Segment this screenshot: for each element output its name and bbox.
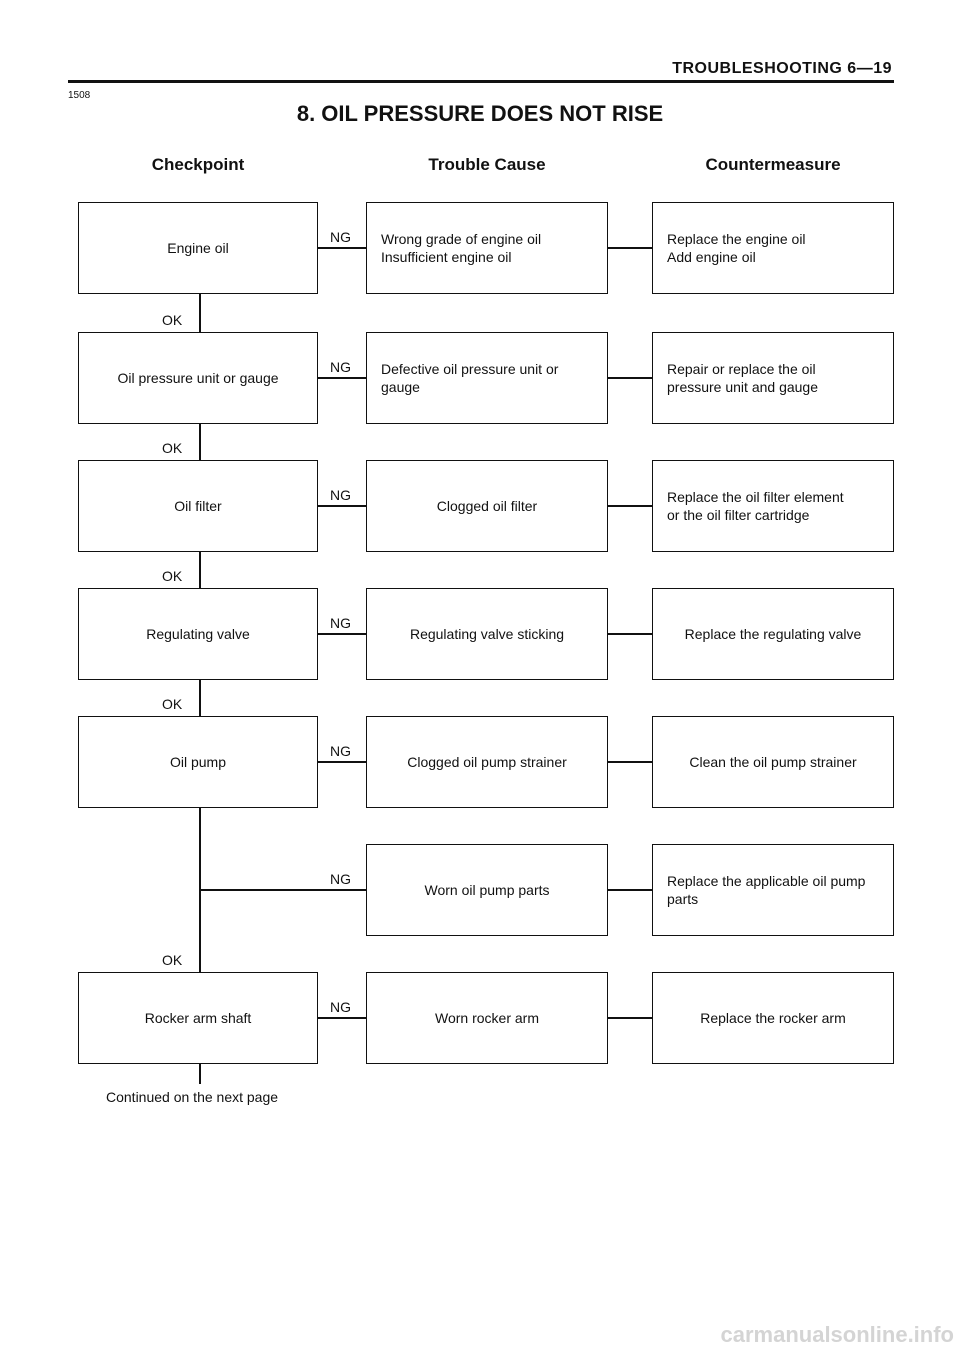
checkpoint-box-3: Oil filter [78,460,318,552]
cause-to-countermeasure-connector-3 [608,505,652,507]
page-code: 1508 [68,90,91,101]
countermeasure-box-3: Replace the oil filter element or the oi… [652,460,894,552]
header-rule [68,80,894,83]
checkpoint-box-1: Engine oil [78,202,318,294]
ok-label-2: OK [162,440,183,456]
ok-label-1: OK [162,312,183,328]
countermeasure-box-7: Replace the rocker arm [652,972,894,1064]
column-header-cause: Trouble Cause [428,155,546,174]
cause-to-countermeasure-connector-1 [608,247,652,249]
checkpoint-box-2-text: Oil pressure unit or gauge [117,370,279,386]
ng-connector-6 [199,889,366,891]
column-header-checkpoint: Checkpoint [151,155,245,174]
ok-connector-4 [199,680,201,716]
ng-label-5: NG [330,743,351,759]
ng-connector-5 [318,761,366,763]
cause-box-1-text: Wrong grade of engine oil Insufficient e… [381,231,542,265]
ng-label-7: NG [330,999,351,1015]
cause-box-1: Wrong grade of engine oil Insufficient e… [366,202,608,294]
checkpoint-box-7-text: Rocker arm shaft [144,1010,252,1026]
ng-connector-2 [318,377,366,379]
cause-box-5: Clogged oil pump strainer [366,716,608,808]
ng-label-4: NG [330,615,351,631]
checkpoint-box-5: Oil pump [78,716,318,808]
countermeasure-box-4: Replace the regulating valve [652,588,894,680]
countermeasure-box-7-text: Replace the rocker arm [700,1010,846,1026]
continued-connector [199,1064,201,1084]
checkpoint-box-1-text: Engine oil [167,240,229,256]
cause-box-7: Worn rocker arm [366,972,608,1064]
cause-to-countermeasure-connector-7 [608,1017,652,1019]
checkpoint-box-4: Regulating valve [78,588,318,680]
cause-box-3: Clogged oil filter [366,460,608,552]
checkpoint-box-5-text: Oil pump [169,754,227,770]
ok-connector-5 [199,808,201,972]
checkpoint-box-7: Rocker arm shaft [78,972,318,1064]
column-header-countermeasure: Countermeasure [705,155,841,174]
cause-to-countermeasure-connector-5 [608,761,652,763]
ok-connector-3 [199,552,201,588]
cause-box-6-text: Worn oil pump parts [424,882,550,898]
cause-to-countermeasure-connector-6 [608,889,652,891]
section-header: TROUBLESHOOTING 6—19 [672,60,892,77]
ok-connector-1 [199,294,201,332]
countermeasure-box-2-text: Repair or replace the oil pressure unit … [667,361,818,395]
cause-box-4-text: Regulating valve sticking [409,626,565,642]
countermeasure-box-6-text: Replace the applicable oil pump parts [667,873,866,907]
countermeasure-box-1-text: Replace the engine oil Add engine oil [667,231,806,265]
ng-connector-1 [318,247,366,249]
cause-to-countermeasure-connector-2 [608,377,652,379]
cause-box-5-text: Clogged oil pump strainer [407,754,567,770]
countermeasure-box-5-text: Clean the oil pump strainer [689,754,857,770]
ng-label-6: NG [330,871,351,887]
cause-box-2-text: Defective oil pressure unit or gauge [381,361,559,395]
ng-label-1: NG [330,229,351,245]
cause-box-6: Worn oil pump parts [366,844,608,936]
continued-note: Continued on the next page [106,1089,279,1105]
ok-label-3: OK [162,568,183,584]
ng-connector-4 [318,633,366,635]
cause-box-3-text: Clogged oil filter [436,498,538,514]
ng-connector-7 [318,1017,366,1019]
ng-connector-3 [318,505,366,507]
countermeasure-box-4-text: Replace the regulating valve [684,626,862,642]
checkpoint-box-4-text: Regulating valve [146,626,250,642]
cause-box-7-text: Worn rocker arm [435,1010,539,1026]
cause-box-2: Defective oil pressure unit or gauge [366,332,608,424]
cause-box-4: Regulating valve sticking [366,588,608,680]
ng-label-3: NG [330,487,351,503]
checkpoint-box-3-text: Oil filter [174,498,222,514]
ok-label-5: OK [162,952,183,968]
countermeasure-box-1: Replace the engine oil Add engine oil [652,202,894,294]
watermark: carmanualsonline.info [720,1322,955,1347]
cause-to-countermeasure-connector-4 [608,633,652,635]
countermeasure-box-6: Replace the applicable oil pump parts [652,844,894,936]
checkpoint-box-2: Oil pressure unit or gauge [78,332,318,424]
ng-label-2: NG [330,359,351,375]
ok-connector-2 [199,424,201,460]
ok-label-4: OK [162,696,183,712]
countermeasure-box-5: Clean the oil pump strainer [652,716,894,808]
countermeasure-box-3-text: Replace the oil filter element or the oi… [667,489,844,523]
page-title: 8. OIL PRESSURE DOES NOT RISE [296,101,664,126]
countermeasure-box-2: Repair or replace the oil pressure unit … [652,332,894,424]
